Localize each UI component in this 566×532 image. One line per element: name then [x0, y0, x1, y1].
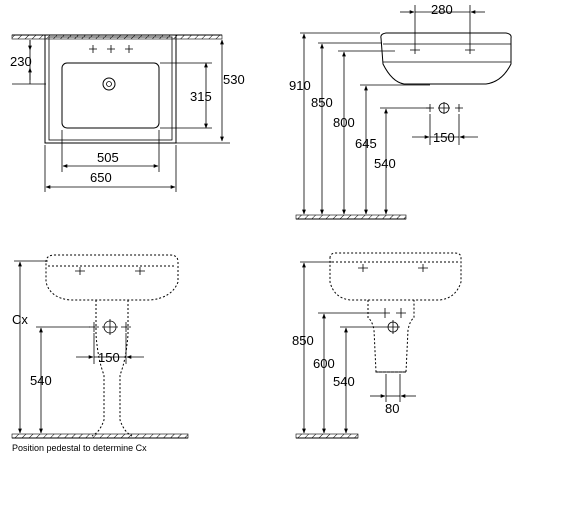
tap-holes-icon [358, 264, 428, 272]
basin-front-outline [45, 254, 179, 301]
dim-540-label: 540 [374, 156, 396, 171]
front-pedestal-view: Cx 540 150 Position pedestal to determin… [11, 254, 189, 453]
dim-505-label: 505 [97, 150, 119, 165]
supply-connections-icon [380, 308, 406, 334]
basin-outline [44, 34, 177, 144]
floor-strip [11, 433, 189, 439]
dim-645-label: 645 [355, 136, 377, 151]
dim-850-label: 850 [292, 333, 314, 348]
dim-600-label: 600 [313, 356, 335, 371]
plan-view: 230 530 315 505 650 [10, 34, 245, 192]
dim-540-label: 540 [333, 374, 355, 389]
dim-910-label: 910 [289, 78, 311, 93]
dim-800-label: 800 [333, 115, 355, 130]
supply-connections-icon [426, 102, 463, 114]
dim-850-label: 850 [311, 95, 333, 110]
dim-315-label: 315 [190, 89, 212, 104]
tap-holes-icon [410, 46, 475, 54]
dim-530-label: 530 [223, 72, 245, 87]
dim-650-label: 650 [90, 170, 112, 185]
dim-cx-label: Cx [12, 312, 28, 327]
drain-icon [102, 77, 116, 91]
pedestal-note: Position pedestal to determine Cx [12, 443, 147, 453]
dim-280-label: 280 [431, 2, 453, 17]
tap-holes-icon [89, 45, 133, 53]
basin-side-body [380, 32, 512, 85]
dim-150-label: 150 [433, 130, 455, 145]
basin-bowl [61, 62, 160, 129]
dim-540-label: 540 [30, 373, 52, 388]
basin-side-outline [329, 252, 462, 301]
tap-holes-icon [75, 267, 145, 275]
dim-150-label: 150 [98, 350, 120, 365]
dim-80-label: 80 [385, 401, 399, 416]
pedestal-side-outline [367, 300, 415, 373]
basin-inner-rim [48, 36, 173, 141]
floor-strip [295, 214, 407, 220]
side-pedestal-view: 850 600 540 80 [292, 252, 462, 439]
supply-connections-icon [89, 319, 131, 335]
pedestal-outline [91, 300, 133, 437]
side-elevation: 280 910 850 800 645 540 150 [289, 2, 512, 220]
dim-230-label: 230 [10, 54, 32, 69]
floor-strip [295, 433, 359, 439]
